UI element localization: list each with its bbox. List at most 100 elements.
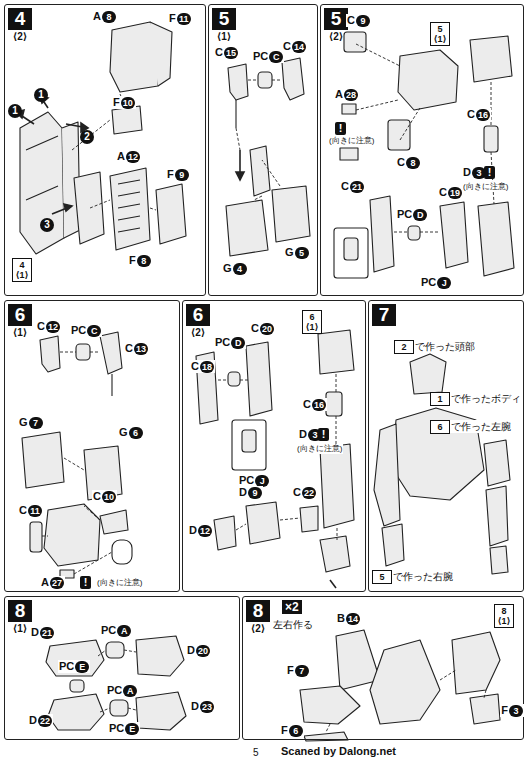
part-label: A28	[334, 88, 359, 101]
step-reference: 5 ⟨1⟩	[430, 22, 450, 46]
step-number: 8	[8, 600, 32, 622]
part-letter: PC	[239, 474, 254, 486]
part-letter: C	[215, 46, 223, 58]
part-outline	[112, 106, 142, 134]
part-outline	[232, 420, 266, 470]
part-letter: C	[283, 40, 291, 52]
part-letter: A	[117, 150, 125, 162]
step-number: 8	[246, 600, 270, 622]
part-label: PCA	[100, 624, 132, 637]
part-outline	[100, 510, 128, 534]
part-label: A8	[92, 10, 117, 23]
part-number: 20	[260, 323, 274, 335]
part-outline	[320, 444, 354, 528]
part-letter: PC	[253, 50, 268, 62]
part-letter: PC	[101, 624, 116, 636]
part-letter: F	[287, 664, 294, 676]
part-outline	[136, 636, 184, 676]
part-number: 14	[346, 613, 360, 625]
part-outline	[382, 524, 404, 566]
step-header: 8⟨2⟩	[246, 600, 270, 635]
part-label: PCA	[106, 684, 138, 697]
part-label: C18	[190, 360, 215, 373]
caution-mark: !	[318, 428, 329, 441]
part-number: E	[75, 661, 89, 673]
part-label: G4	[222, 262, 248, 275]
part-outline	[26, 136, 58, 200]
part-number: 14	[292, 41, 306, 53]
part-letter: B	[337, 612, 345, 624]
part-letter: F	[113, 96, 120, 108]
part-outline	[246, 342, 272, 416]
part-label: F7	[286, 664, 310, 677]
part-label: PCD	[396, 208, 428, 221]
part-outline	[272, 186, 310, 242]
part-outline	[374, 424, 400, 526]
part-outline	[72, 94, 156, 210]
step-reference: 5	[372, 570, 392, 584]
assembly-note: で作った左腕	[450, 420, 512, 433]
part-outline	[326, 392, 342, 416]
part-outline	[228, 64, 248, 100]
part-outline	[282, 58, 304, 100]
assembly-note: で作った頭部	[414, 340, 476, 353]
part-label: C16	[302, 398, 327, 411]
part-number: 6	[129, 427, 143, 439]
step-header: 5⟨2⟩	[324, 8, 348, 43]
part-outline	[344, 32, 366, 52]
sub-step: ⟨2⟩	[191, 327, 206, 339]
part-group	[42, 44, 494, 732]
callout-number: 2	[80, 130, 94, 144]
part-outline	[150, 22, 172, 86]
part-label: C16	[466, 108, 491, 121]
part-letter: PC	[421, 276, 436, 288]
part-outline	[334, 228, 368, 278]
part-outline	[30, 522, 42, 552]
part-label: D12	[188, 524, 213, 537]
part-label: C21	[340, 180, 365, 193]
part-letter: D	[187, 644, 195, 656]
part-letter: PC	[59, 660, 74, 672]
part-letter: F	[501, 704, 508, 716]
assembly-note: で作った右腕	[392, 570, 454, 583]
part-outline	[356, 44, 494, 232]
part-letter: D	[463, 166, 471, 178]
part-outline	[106, 642, 124, 658]
step-number: 6	[186, 304, 210, 326]
part-outline	[484, 126, 498, 152]
part-label: F3	[500, 704, 524, 717]
part-outline	[486, 486, 508, 546]
part-number: 21	[40, 627, 54, 639]
part-outline	[326, 670, 486, 732]
part-label: C10	[92, 490, 117, 503]
step-reference: 6 ⟨1⟩	[302, 310, 322, 334]
part-letter: C	[347, 14, 355, 26]
part-outline	[330, 580, 336, 588]
part-letter: C	[293, 486, 301, 498]
assembly-note: で作ったボディ	[450, 392, 522, 405]
part-outline	[118, 180, 140, 232]
part-letter: D	[29, 714, 37, 726]
part-outline	[320, 536, 350, 572]
part-number: A	[117, 625, 131, 637]
part-number: 7	[295, 665, 309, 677]
part-outline	[20, 112, 64, 254]
part-label: A12	[116, 150, 141, 163]
part-outline	[440, 202, 468, 268]
part-number: 6	[289, 725, 303, 737]
callout-number: 1	[34, 88, 48, 102]
part-letter: C	[467, 108, 475, 120]
part-outline	[76, 344, 90, 360]
part-label: C19	[438, 186, 463, 199]
part-outline	[246, 502, 280, 544]
part-number: 8	[406, 157, 420, 169]
part-label: A27	[40, 576, 65, 589]
part-letter: F	[169, 12, 176, 24]
part-letter: C	[341, 180, 349, 192]
step-panel: 4⟨2⟩	[4, 4, 206, 296]
part-letter: A	[93, 10, 101, 22]
part-number: 5	[295, 247, 309, 259]
part-outline	[48, 694, 104, 730]
part-outline	[370, 640, 440, 724]
